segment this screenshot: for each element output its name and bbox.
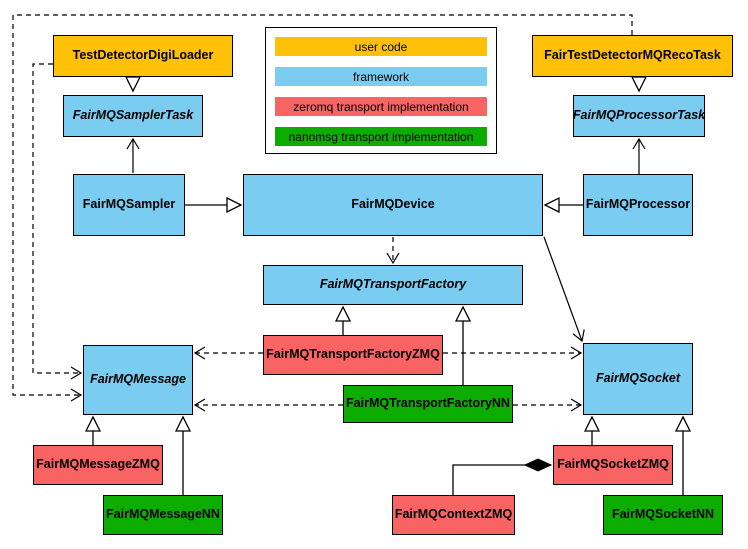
node-fairmqdevice: FairMQDevice [243, 174, 543, 236]
node-fairmqsampler: FairMQSampler [73, 174, 185, 236]
node-fairtestdetectormqrecotask: FairTestDetectorMQRecoTask [532, 35, 733, 77]
node-fairmqtransportfactory: FairMQTransportFactory [263, 265, 523, 305]
node-fairmqprocessor: FairMQProcessor [583, 174, 693, 236]
node-fairmqtransportfactorynn: FairMQTransportFactoryNN [343, 385, 513, 423]
node-fairmqsocket: FairMQSocket [583, 343, 693, 415]
node-fairmqsocketnn: FairMQSocketNN [603, 495, 723, 535]
legend-item-framework: framework [275, 67, 487, 86]
legend: user code framework zeromq transport imp… [265, 27, 497, 154]
edge-contextzmq-socketzmq [452, 465, 551, 495]
node-fairmqsamplertask: FairMQSamplerTask [63, 95, 203, 137]
node-testdetectordigiloader: TestDetectorDigiLoader [53, 35, 233, 77]
node-fairmqprocessortask: FairMQProcessorTask [573, 95, 705, 137]
node-fairmqsocketzmq: FairMQSocketZMQ [553, 445, 673, 485]
node-fairmqtransportfactoryzmq: FairMQTransportFactoryZMQ [263, 335, 443, 375]
edge-device-socket [543, 236, 585, 343]
legend-item-nanomsg: nanomsg transport implementation [275, 127, 487, 146]
edge-digiloader-message [32, 63, 83, 380]
legend-item-zeromq: zeromq transport implementation [275, 97, 487, 116]
node-fairmqcontextzmq: FairMQContextZMQ [392, 495, 515, 535]
node-fairmqmessage: FairMQMessage [83, 345, 193, 415]
edge-recotask-message [12, 14, 633, 402]
legend-item-user-code: user code [275, 37, 487, 56]
node-fairmqmessagenn: FairMQMessageNN [103, 495, 223, 535]
node-fairmqmessagezmq: FairMQMessageZMQ [33, 445, 163, 485]
